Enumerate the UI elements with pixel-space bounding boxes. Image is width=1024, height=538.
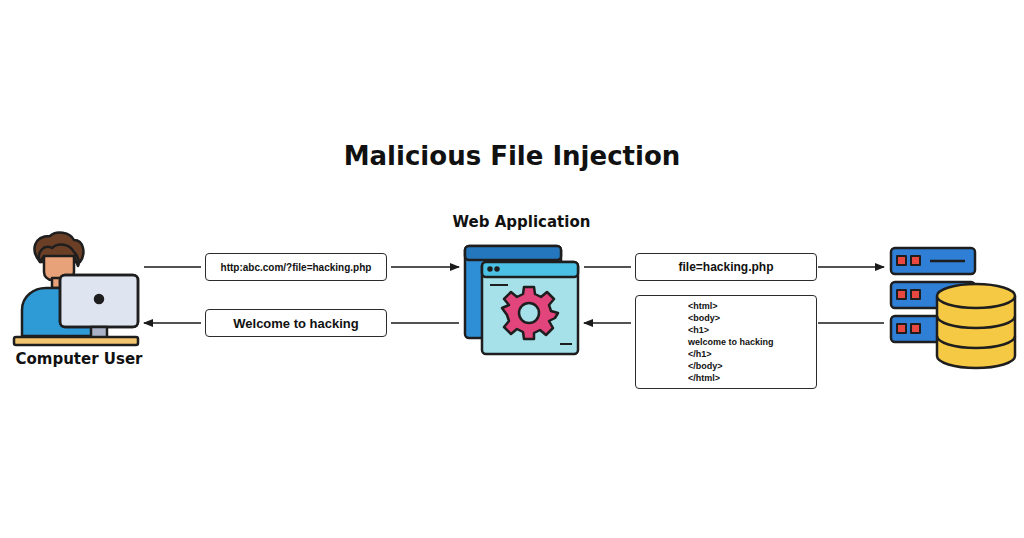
user-node: Computer User	[18, 238, 140, 346]
code-line: </h1>	[688, 348, 712, 360]
code-line: </body>	[688, 360, 723, 372]
file-request-box: file=hacking.php	[635, 253, 817, 281]
request-box: http:abc.com/?file=hacking.php	[205, 253, 387, 281]
code-line: <html>	[688, 300, 718, 312]
icon-label: Web Application	[453, 213, 591, 231]
box-label: file=hacking.php	[678, 260, 773, 274]
user-icon	[14, 233, 138, 345]
box-label: http:abc.com/?file=hacking.php	[221, 262, 372, 273]
server-icon	[891, 248, 1015, 368]
diagram-title: Malicious File Injection	[0, 141, 1024, 171]
html-response-box: <html><body><h1>welcome to hacking</h1><…	[635, 295, 817, 389]
icon-label: Computer User	[15, 350, 142, 368]
web-app-icon	[465, 246, 578, 354]
box-label: Welcome to hacking	[233, 316, 358, 331]
server-arrows	[818, 267, 884, 323]
flow-arrow	[584, 266, 631, 268]
web-app-node: Web Application	[463, 245, 580, 356]
code-line: <body>	[688, 312, 720, 324]
flow-arrow	[144, 266, 201, 268]
flow-arrow	[391, 322, 459, 324]
code-line: <h1>	[688, 324, 709, 336]
response-box: Welcome to hacking	[205, 309, 387, 337]
flow-arrow	[584, 322, 631, 324]
code-line: </html>	[688, 372, 720, 384]
code-line: welcome to hacking	[688, 336, 774, 348]
flow-arrow	[391, 266, 459, 268]
flow-arrow	[144, 322, 201, 324]
